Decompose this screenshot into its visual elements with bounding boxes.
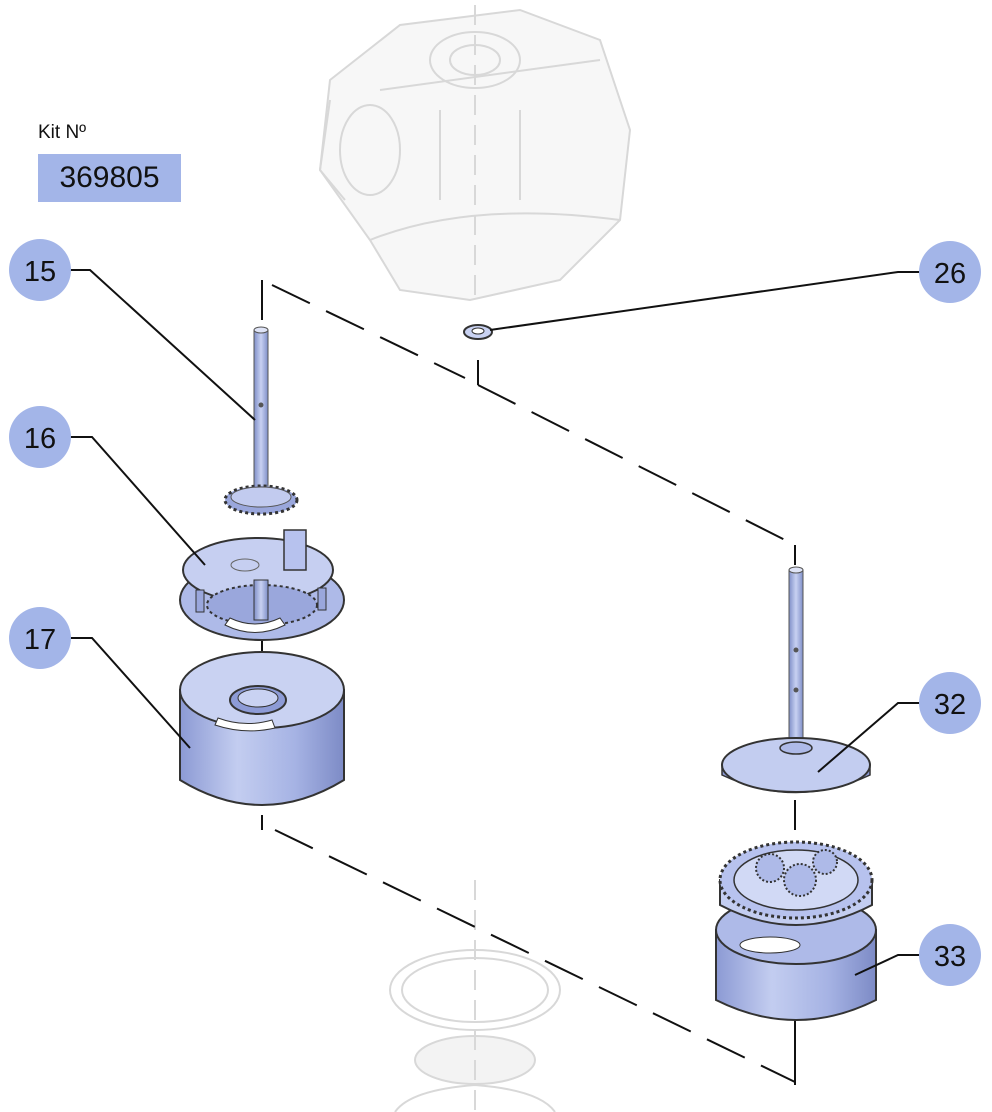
callout-17-label: 17 <box>24 624 56 656</box>
part-17-drum <box>179 651 345 806</box>
part-26-washer <box>463 324 493 340</box>
kit-number-label: Kit Nº <box>38 122 87 143</box>
leader-26 <box>489 271 922 331</box>
callout-15-label: 15 <box>24 256 56 288</box>
callout-33: 33 <box>919 924 981 986</box>
callout-16: 16 <box>9 406 71 468</box>
callout-32: 32 <box>919 672 981 734</box>
leader-16 <box>68 436 206 566</box>
kit-number-value: 369805 <box>59 161 160 194</box>
callout-26: 26 <box>919 241 981 303</box>
callout-26-label: 26 <box>934 258 966 290</box>
callout-15: 15 <box>9 239 71 301</box>
part-33-planetary-drum <box>715 840 877 1021</box>
callout-16-label: 16 <box>24 423 56 455</box>
part-15-shaft <box>223 326 299 516</box>
part-32-shaft-disc <box>721 566 871 794</box>
callout-33-label: 33 <box>934 941 966 973</box>
leader-15 <box>68 269 256 421</box>
callout-17: 17 <box>9 607 71 669</box>
leader-32 <box>817 702 922 773</box>
ghost-housing-bottom <box>389 880 561 1112</box>
leader-17 <box>68 637 191 749</box>
part-15-gear <box>223 484 299 516</box>
leader-lines <box>68 269 922 976</box>
leader-33 <box>854 954 922 976</box>
part-16-gear-plate <box>179 529 345 641</box>
kit-number-box: 369805 <box>38 154 181 202</box>
callout-32-label: 32 <box>934 689 966 721</box>
ghost-housing-top <box>318 5 632 302</box>
